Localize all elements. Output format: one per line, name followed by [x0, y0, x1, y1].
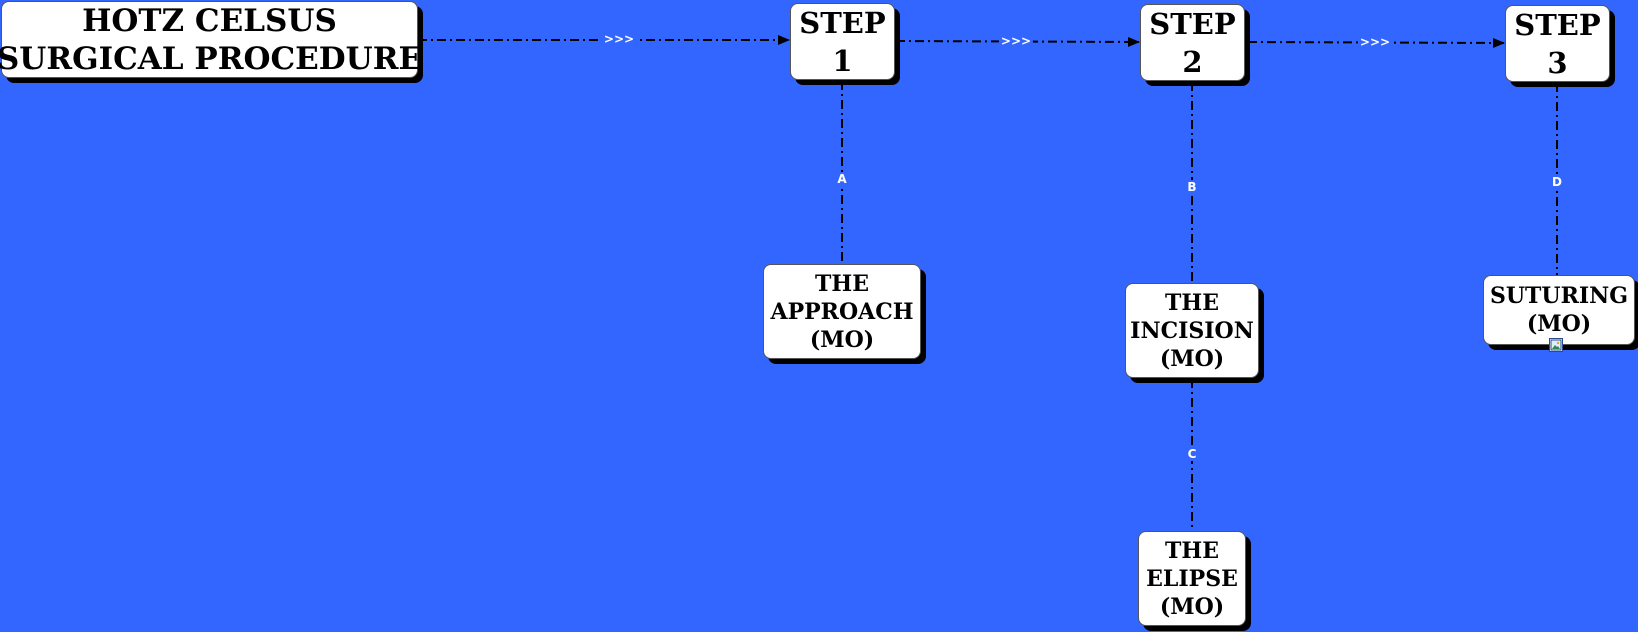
flow-label-3: >>> — [1357, 35, 1393, 49]
title-node[interactable]: HOTZ CELSUS SURGICAL PROCEDURE — [0, 1, 422, 78]
step-2-number: 2 — [1182, 44, 1203, 79]
step-1-word: STEP — [799, 5, 886, 40]
title-line-1: HOTZ CELSUS — [82, 2, 337, 39]
incision-line-2: INCISION — [1130, 317, 1254, 344]
edge-label-a: A — [835, 172, 849, 186]
step-3-number: 3 — [1547, 45, 1568, 80]
suturing-line-2: (MO) — [1526, 311, 1592, 337]
approach-line-3: (MO) — [809, 326, 875, 353]
elipse-line-1: THE — [1165, 537, 1219, 564]
image-icon[interactable] — [1549, 338, 1563, 352]
title-line-2: SURGICAL PROCEDURE — [0, 40, 423, 77]
elipse-line-2: ELIPSE — [1146, 565, 1238, 592]
flow-label-2: >>> — [998, 34, 1034, 48]
step-3-node[interactable]: STEP 3 — [1505, 5, 1610, 82]
elipse-line-3: (MO) — [1159, 593, 1225, 620]
step-1-number: 1 — [832, 43, 853, 78]
approach-line-2: APPROACH — [770, 298, 914, 325]
edge-label-d: D — [1550, 175, 1564, 189]
incision-line-1: THE — [1165, 289, 1219, 316]
suturing-line-1: SUTURING — [1489, 283, 1629, 309]
edge-label-b: B — [1185, 180, 1199, 194]
incision-node[interactable]: THE INCISION (MO) — [1125, 283, 1259, 378]
approach-line-1: THE — [815, 270, 869, 297]
approach-node[interactable]: THE APPROACH (MO) — [763, 264, 921, 359]
step-2-node[interactable]: STEP 2 — [1140, 4, 1245, 81]
step-1-node[interactable]: STEP 1 — [790, 3, 895, 80]
incision-line-3: (MO) — [1159, 345, 1225, 372]
edge-label-c: C — [1185, 447, 1199, 461]
suturing-node[interactable]: SUTURING (MO) — [1483, 275, 1635, 345]
step-3-word: STEP — [1514, 7, 1601, 42]
image-icon-glyph — [1550, 339, 1562, 351]
elipse-node[interactable]: THE ELIPSE (MO) — [1138, 531, 1246, 626]
step-2-word: STEP — [1149, 6, 1236, 41]
flow-label-1: >>> — [601, 32, 637, 46]
